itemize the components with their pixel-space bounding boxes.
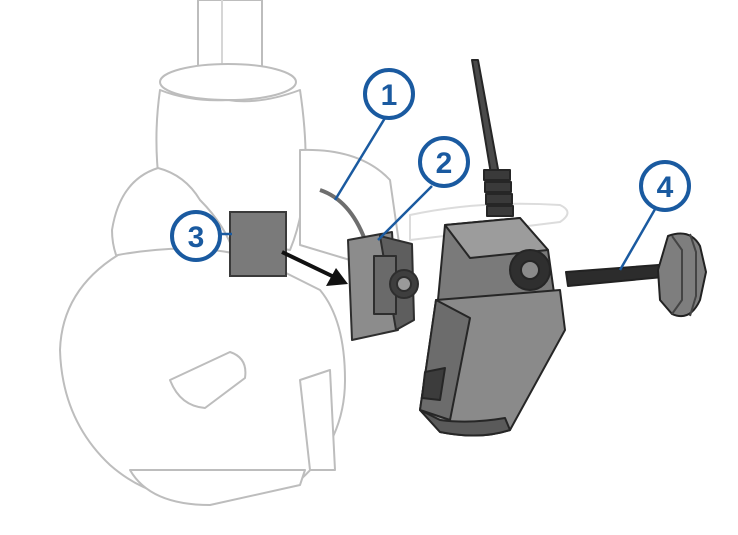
thumb-screw — [565, 232, 707, 318]
motor-nose — [299, 369, 336, 471]
shaft-collar — [159, 63, 297, 101]
callout-1-label: 1 — [381, 79, 398, 112]
adapter-bracket — [347, 231, 419, 341]
trolling-motor — [59, 0, 569, 506]
transducer-cable — [471, 59, 501, 181]
motor-cable — [319, 188, 367, 241]
callout-4: 4 — [639, 160, 691, 212]
callout-1: 1 — [363, 68, 415, 120]
item-3-swatch — [229, 211, 287, 277]
callout-2: 2 — [418, 136, 470, 188]
callout-2-label: 2 — [436, 147, 453, 180]
leader-4 — [618, 203, 660, 271]
motor-vent — [169, 351, 247, 409]
motor-skeg — [129, 469, 306, 506]
leader-1 — [333, 117, 387, 201]
leader-lines — [218, 117, 660, 271]
cable-strain-relief — [483, 169, 514, 217]
leader-2 — [377, 185, 433, 241]
callout-3-label: 3 — [188, 221, 205, 254]
callout-3: 3 — [170, 210, 222, 262]
transducer — [419, 59, 566, 437]
callout-4-label: 4 — [657, 171, 674, 204]
arrow-to-bracket — [281, 250, 348, 286]
